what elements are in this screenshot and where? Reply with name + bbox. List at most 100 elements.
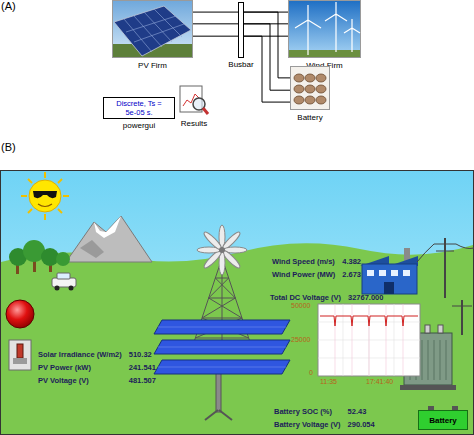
block-label: PV Firm	[138, 61, 167, 70]
battery-block: Battery	[290, 66, 330, 110]
factory	[391, 270, 398, 276]
solar-array	[205, 410, 232, 420]
battery-block-art	[294, 85, 304, 93]
voltage-chart	[318, 304, 420, 376]
transformer	[425, 325, 430, 333]
wind-turbine	[209, 298, 236, 299]
factory	[403, 270, 410, 276]
axis-tick: 11:35	[320, 378, 337, 385]
sun-icon	[44, 214, 46, 220]
solar-array	[158, 327, 286, 367]
car	[52, 273, 76, 291]
turbine-rotor	[219, 247, 225, 253]
transformer	[461, 300, 463, 335]
battery-block-art	[291, 67, 330, 110]
voltage-chart	[318, 304, 420, 376]
mountain	[66, 216, 152, 262]
sun-icon	[29, 180, 61, 212]
ground	[1, 243, 473, 434]
block-label: Discrete, Ts = 5e-05 s.	[110, 99, 168, 117]
sun-icon	[33, 191, 57, 198]
voltage-chart	[320, 316, 418, 326]
block-label: Busbar	[228, 60, 253, 69]
panel-tag: (A)	[1, 0, 16, 12]
wind-farm-block-art	[289, 1, 361, 58]
sun-icon	[44, 172, 46, 178]
battery-block-art	[294, 96, 304, 104]
block-label: Battery	[429, 416, 457, 425]
car	[69, 286, 74, 291]
block-caption: powergui	[123, 121, 155, 130]
pv-farm-block-art	[113, 1, 193, 58]
battery-indicator: Battery	[418, 410, 468, 430]
sun-icon	[28, 209, 32, 213]
car	[55, 286, 60, 291]
battery-block-art	[316, 96, 326, 104]
power-pole	[417, 244, 474, 262]
readout-name: Battery Voltage (V)	[274, 420, 341, 430]
wind-farm-block-art	[325, 2, 347, 52]
axis-tick: 50000	[291, 302, 310, 309]
power-pole	[417, 238, 474, 298]
sun-icon	[58, 209, 62, 213]
pv-readout: Solar Irradiance (W/m2)510.32PV Power (k…	[38, 350, 156, 386]
readout-value: 481.507	[129, 376, 156, 386]
dc-readout: Total DC Voltage (V)32767.000	[270, 293, 383, 303]
wind-turbine	[195, 338, 248, 339]
sun-icon	[28, 179, 32, 183]
wind-farm-block-art	[344, 19, 360, 52]
sun-icon	[21, 172, 69, 220]
power-wire	[193, 23, 238, 24]
axis-tick: 0	[309, 369, 313, 376]
battery-block-art	[294, 74, 326, 104]
switch-icon	[13, 358, 27, 364]
transformer	[438, 325, 443, 333]
results-scope-art	[178, 84, 210, 116]
power-wire	[244, 12, 290, 102]
sun-icon	[63, 195, 69, 197]
sun-icon	[21, 195, 27, 197]
wind-farm-block: Wind Firm	[288, 0, 361, 58]
power-wire	[193, 12, 238, 13]
power-wire	[193, 12, 238, 36]
readout-value: 241.541	[129, 363, 156, 373]
car	[57, 273, 70, 279]
readout-name: PV Voltage (V)	[38, 376, 122, 386]
power-wire	[244, 12, 288, 13]
block-label: Battery	[297, 113, 322, 122]
battery-block-art	[294, 74, 304, 82]
solar-array	[216, 372, 221, 412]
turbine-rotor	[197, 225, 247, 275]
ground	[1, 243, 473, 434]
block-label: Results	[181, 119, 208, 128]
battery-block-art	[316, 74, 326, 82]
alarm-lamp	[6, 300, 34, 328]
results-scope-art	[203, 108, 208, 114]
readout-value: 510.32	[129, 350, 156, 360]
power-pole	[434, 244, 456, 245]
factory	[362, 264, 417, 294]
readout-value: 52.43	[348, 407, 375, 417]
axis-tick: 25000	[291, 336, 310, 343]
pv-farm-block-art	[112, 0, 193, 58]
readout-name: Wind Speed (m/s)	[272, 257, 335, 267]
busbar: Busbar	[238, 2, 244, 58]
wind-farm-block-art	[288, 0, 361, 58]
mountain	[94, 216, 121, 238]
power-pole	[436, 251, 454, 252]
power-wire	[244, 12, 288, 36]
pv-farm-block-art	[114, 6, 191, 56]
sun-icon	[21, 172, 69, 220]
trees	[9, 240, 70, 274]
wind-readout: Wind Speed (m/s)4.382Wind Power (MW)2.67…	[272, 257, 361, 280]
factory	[379, 270, 386, 276]
switch-icon	[9, 340, 31, 370]
solar-array	[154, 320, 290, 420]
factory	[360, 248, 418, 294]
readout-value: 2.673	[342, 270, 361, 280]
readout-value: 4.382	[342, 257, 361, 267]
readout-name: Solar Irradiance (W/m2)	[38, 350, 122, 360]
mountain	[80, 240, 104, 258]
battery-block-art	[290, 66, 330, 110]
